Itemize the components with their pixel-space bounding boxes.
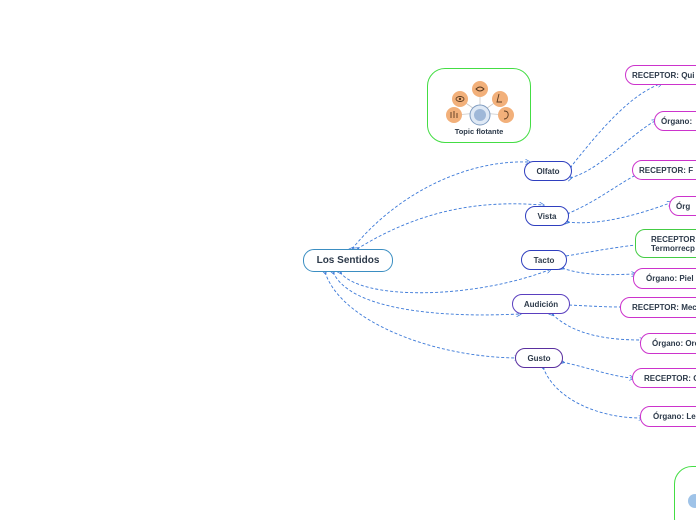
audicion-organo[interactable]: Órgano: Ore <box>640 333 696 354</box>
link-central-olfato <box>352 162 528 249</box>
link-gusto-receptor <box>562 362 632 378</box>
floating-topic-label: Topic flotante <box>454 127 504 136</box>
link-central-audicion <box>333 272 519 315</box>
floating-topic[interactable]: Topic flotante <box>427 68 531 143</box>
audicion-receptor[interactable]: RECEPTOR: Meca <box>620 297 696 318</box>
link-tacto-organo <box>562 268 634 275</box>
topic-vista[interactable]: Vista <box>525 206 569 226</box>
tacto-receptor-line2: Termorrecp <box>651 243 695 253</box>
corner-topic-icon <box>688 494 696 508</box>
topic-audicion[interactable]: Audición <box>512 294 570 314</box>
link-central-vista <box>357 204 542 249</box>
link-audicion-receptor <box>568 304 622 308</box>
tacto-receptor[interactable]: RECEPTOR: Termorrecp <box>635 229 696 258</box>
vista-organo[interactable]: Órg <box>669 196 696 216</box>
tacto-receptor-line1: RECEPTOR: <box>651 234 696 244</box>
topic-tacto[interactable]: Tacto <box>521 250 567 270</box>
tacto-organo[interactable]: Órgano: Piel <box>633 268 696 289</box>
topic-gusto[interactable]: Gusto <box>515 348 563 368</box>
link-vista-organo <box>567 203 670 223</box>
vista-receptor[interactable]: RECEPTOR: F <box>632 160 696 180</box>
link-vista-receptor <box>567 172 642 214</box>
olfato-organo[interactable]: Órgano: <box>654 111 696 131</box>
corner-floating-topic[interactable] <box>674 466 696 520</box>
link-gusto-organo <box>543 367 641 418</box>
five-senses-icon <box>446 81 514 126</box>
central-topic[interactable]: Los Sentidos <box>303 249 393 272</box>
topic-olfato[interactable]: Olfato <box>524 161 572 181</box>
olfato-receptor[interactable]: RECEPTOR: Qui <box>625 65 696 85</box>
link-tacto-receptor <box>565 244 637 257</box>
gusto-organo[interactable]: Órgano: Le <box>640 406 696 427</box>
link-audicion-organo <box>552 314 642 340</box>
link-central-tacto <box>340 270 549 294</box>
gusto-receptor[interactable]: RECEPTOR: Q <box>632 368 696 388</box>
